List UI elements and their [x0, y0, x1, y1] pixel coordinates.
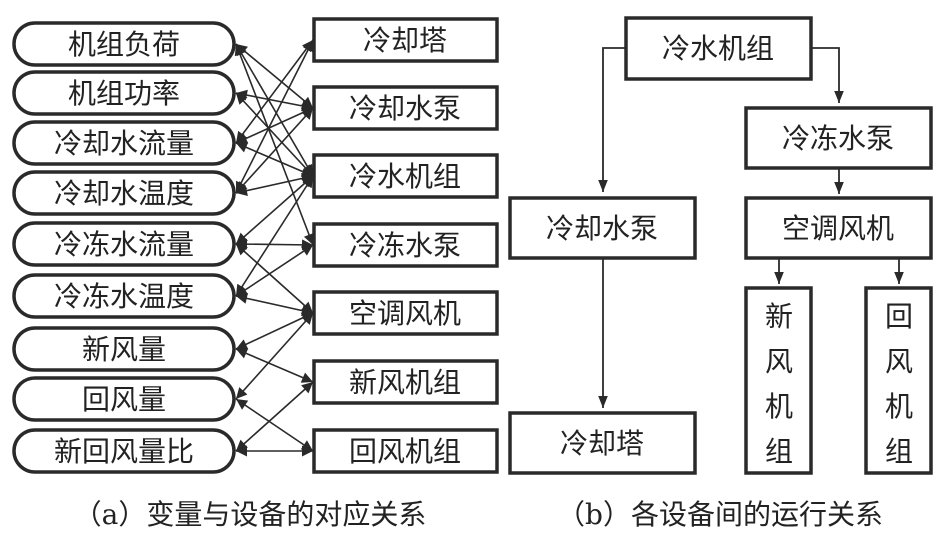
link-arrow — [235, 107, 314, 144]
node-label: 冷水机组 — [662, 32, 774, 65]
node-return-air-unit: 回 风 机 组 — [864, 286, 933, 475]
link-arrow — [234, 43, 315, 246]
variable-label: 新回风量比 — [54, 435, 194, 468]
variable-node: 冷却水流量 — [12, 120, 236, 166]
link-arrow — [235, 173, 314, 196]
variable-label: 机组功率 — [68, 77, 180, 110]
caption-b: （b）各设备间的运行关系 — [557, 498, 883, 531]
node-label-char: 风 — [765, 345, 793, 378]
link-arrow — [235, 293, 314, 316]
equipment-node: 冷水机组 — [312, 153, 499, 199]
variable-label: 回风量 — [82, 383, 166, 416]
equipment-label: 新风机组 — [349, 366, 461, 399]
flow-chiller-to-cooling-pump — [598, 47, 626, 192]
node-fresh-air-unit: 新 风 机 组 — [744, 286, 813, 475]
equipment-node: 冷却水泵 — [312, 85, 499, 131]
node-ahu-fan: 空调风机 — [744, 196, 933, 260]
link-arrow — [235, 244, 314, 297]
variable-node: 冷冻水流量 — [12, 221, 236, 267]
node-label-char: 组 — [885, 435, 913, 468]
node-label-char: 风 — [885, 345, 913, 378]
equipment-node: 回风机组 — [312, 428, 499, 474]
variable-node: 机组负荷 — [12, 21, 236, 67]
variable-label: 冷却水流量 — [54, 127, 194, 160]
equipment-label: 冷却水泵 — [349, 92, 461, 125]
equipment-node: 冷冻水泵 — [312, 222, 499, 268]
link-arrow — [235, 381, 314, 452]
variable-label: 机组负荷 — [68, 28, 180, 61]
flow-chiller-to-chilled-pump — [811, 47, 844, 103]
link-arrow — [235, 312, 314, 350]
node-label: 冷却水泵 — [546, 212, 658, 245]
variable-node: 新回风量比 — [12, 428, 236, 474]
equipment-label: 回风机组 — [349, 435, 461, 468]
equipment-label: 空调风机 — [349, 297, 461, 330]
node-label: 空调风机 — [782, 212, 894, 245]
node-chiller: 冷水机组 — [624, 16, 813, 81]
link-arrow — [235, 398, 314, 452]
node-label-char: 机 — [765, 390, 793, 423]
caption-a: （a）变量与设备的对应关系 — [74, 498, 427, 531]
equipment-node: 冷却塔 — [312, 17, 499, 63]
variable-label: 冷却水温度 — [54, 177, 194, 210]
variable-node: 机组功率 — [12, 70, 236, 116]
link-arrow — [235, 348, 314, 383]
variable-label: 冷冻水流量 — [54, 228, 194, 261]
equipment-node: 空调风机 — [312, 290, 499, 336]
link-arrow — [235, 312, 314, 400]
link-arrow — [235, 238, 314, 251]
variable-node: 冷却水温度 — [12, 170, 236, 216]
node-label-char: 机 — [885, 390, 913, 423]
node-label: 冷却塔 — [560, 427, 644, 460]
link-arrow — [235, 39, 314, 144]
equipment-label: 冷却塔 — [363, 24, 447, 57]
node-cooling-tower: 冷却塔 — [508, 411, 697, 475]
node-label: 冷冻水泵 — [782, 122, 894, 155]
equipment-node: 新风机组 — [312, 359, 499, 405]
node-cooling-pump: 冷却水泵 — [508, 196, 697, 260]
variable-label: 新风量 — [82, 333, 166, 366]
node-label-char: 回 — [885, 300, 913, 333]
node-label-char: 组 — [765, 435, 793, 468]
variable-label: 冷冻水温度 — [54, 280, 194, 313]
link-arrow — [235, 107, 314, 194]
equipment-label: 冷水机组 — [349, 160, 461, 193]
variable-node: 冷冻水温度 — [12, 273, 236, 319]
variable-node: 新风量 — [12, 326, 236, 372]
node-label-char: 新 — [765, 300, 793, 333]
node-chilled-pump: 冷冻水泵 — [744, 106, 933, 170]
link-arrow — [235, 175, 314, 245]
variable-node: 回风量 — [12, 376, 236, 422]
equipment-label: 冷冻水泵 — [349, 229, 461, 262]
variable-equipment-links — [234, 39, 315, 457]
